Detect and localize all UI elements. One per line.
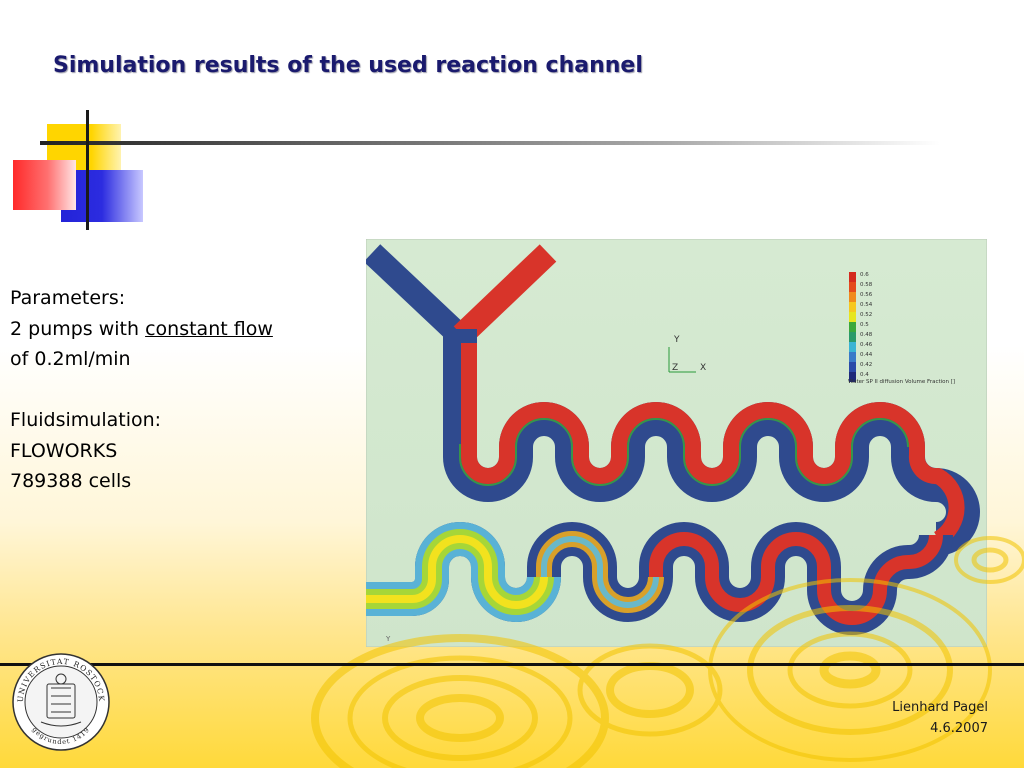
pumps-line: 2 pumps with constant flow	[10, 314, 273, 345]
software-name: FLOWORKS	[10, 439, 118, 462]
flow-rate-line: of 0.2ml/min	[10, 348, 131, 370]
red-square-decoration	[13, 160, 76, 210]
legend-swatch	[849, 272, 856, 282]
upper-meander	[443, 329, 980, 556]
university-seal-logo: UNIVERSITAT ROSTOCK gegrundet 1419	[12, 653, 110, 751]
legend-tick-label: 0.46	[860, 342, 873, 348]
footer-divider-line	[0, 663, 1024, 666]
legend-tick-label: 0.58	[860, 282, 873, 288]
legend-tick-label: 0.42	[860, 362, 872, 368]
cell-count: 789388 cells	[10, 470, 132, 492]
background-swirls	[311, 536, 1024, 768]
vertical-accent-line	[86, 110, 89, 230]
lower-meander	[366, 522, 953, 635]
legend-swatch	[849, 282, 856, 292]
simulation-image: Y X Z 0.6 0.58 0.56 0.54 0.52 0.5 0.48 0.46 0.44…	[366, 239, 987, 647]
presentation-date: 4.6.2007	[930, 721, 988, 736]
legend-swatch	[849, 352, 856, 362]
pumps-text: 2 pumps with	[10, 317, 146, 340]
axis-y-label: Y	[673, 335, 680, 345]
legend-tick-label: 0.56	[860, 292, 873, 298]
axis-triad	[668, 347, 696, 373]
legend-tick-label: 0.6	[860, 272, 869, 278]
legend-tick-label: 0.48	[860, 332, 873, 338]
legend-tick-label: 0.44	[860, 352, 873, 358]
legend-swatch	[849, 372, 856, 382]
legend-swatch	[849, 322, 856, 332]
blue-inlet-branch	[366, 244, 468, 344]
author-name: Lienhard Pagel	[892, 700, 988, 715]
blank-line	[10, 375, 273, 406]
constant-flow-text: constant flow	[145, 317, 273, 340]
legend-swatch	[849, 342, 856, 352]
page-title: Simulation results of the used reaction …	[53, 53, 643, 78]
legend-tick-label: 0.54	[860, 302, 873, 308]
red-inlet-branch	[453, 244, 557, 344]
legend-swatch	[849, 362, 856, 372]
parameters-heading: Parameters:	[10, 287, 126, 309]
legend-caption: Water SP II diffusion Volume Fraction []	[848, 379, 955, 385]
axis-z-label: Z	[672, 363, 678, 373]
footer-credit: Lienhard Pagel 4.6.2007	[892, 697, 988, 739]
legend-swatch	[849, 292, 856, 302]
title-divider-line	[40, 141, 940, 145]
axis-x-label: X	[700, 363, 706, 373]
legend-tick-label: 0.52	[860, 312, 872, 318]
legend-tick-label: 0.4	[860, 372, 869, 378]
legend-swatch	[849, 312, 856, 322]
color-legend: 0.6 0.58 0.56 0.54 0.52 0.5 0.48 0.46 0.44 0.42 0.…	[849, 272, 873, 382]
legend-tick-label: 0.5	[860, 322, 869, 328]
corner-axis-label: Y	[385, 635, 391, 643]
legend-swatch	[849, 332, 856, 342]
legend-swatch	[849, 302, 856, 312]
fluidsimulation-heading: Fluidsimulation:	[10, 409, 162, 431]
parameters-block: Parameters: 2 pumps with constant flow o…	[10, 283, 273, 497]
